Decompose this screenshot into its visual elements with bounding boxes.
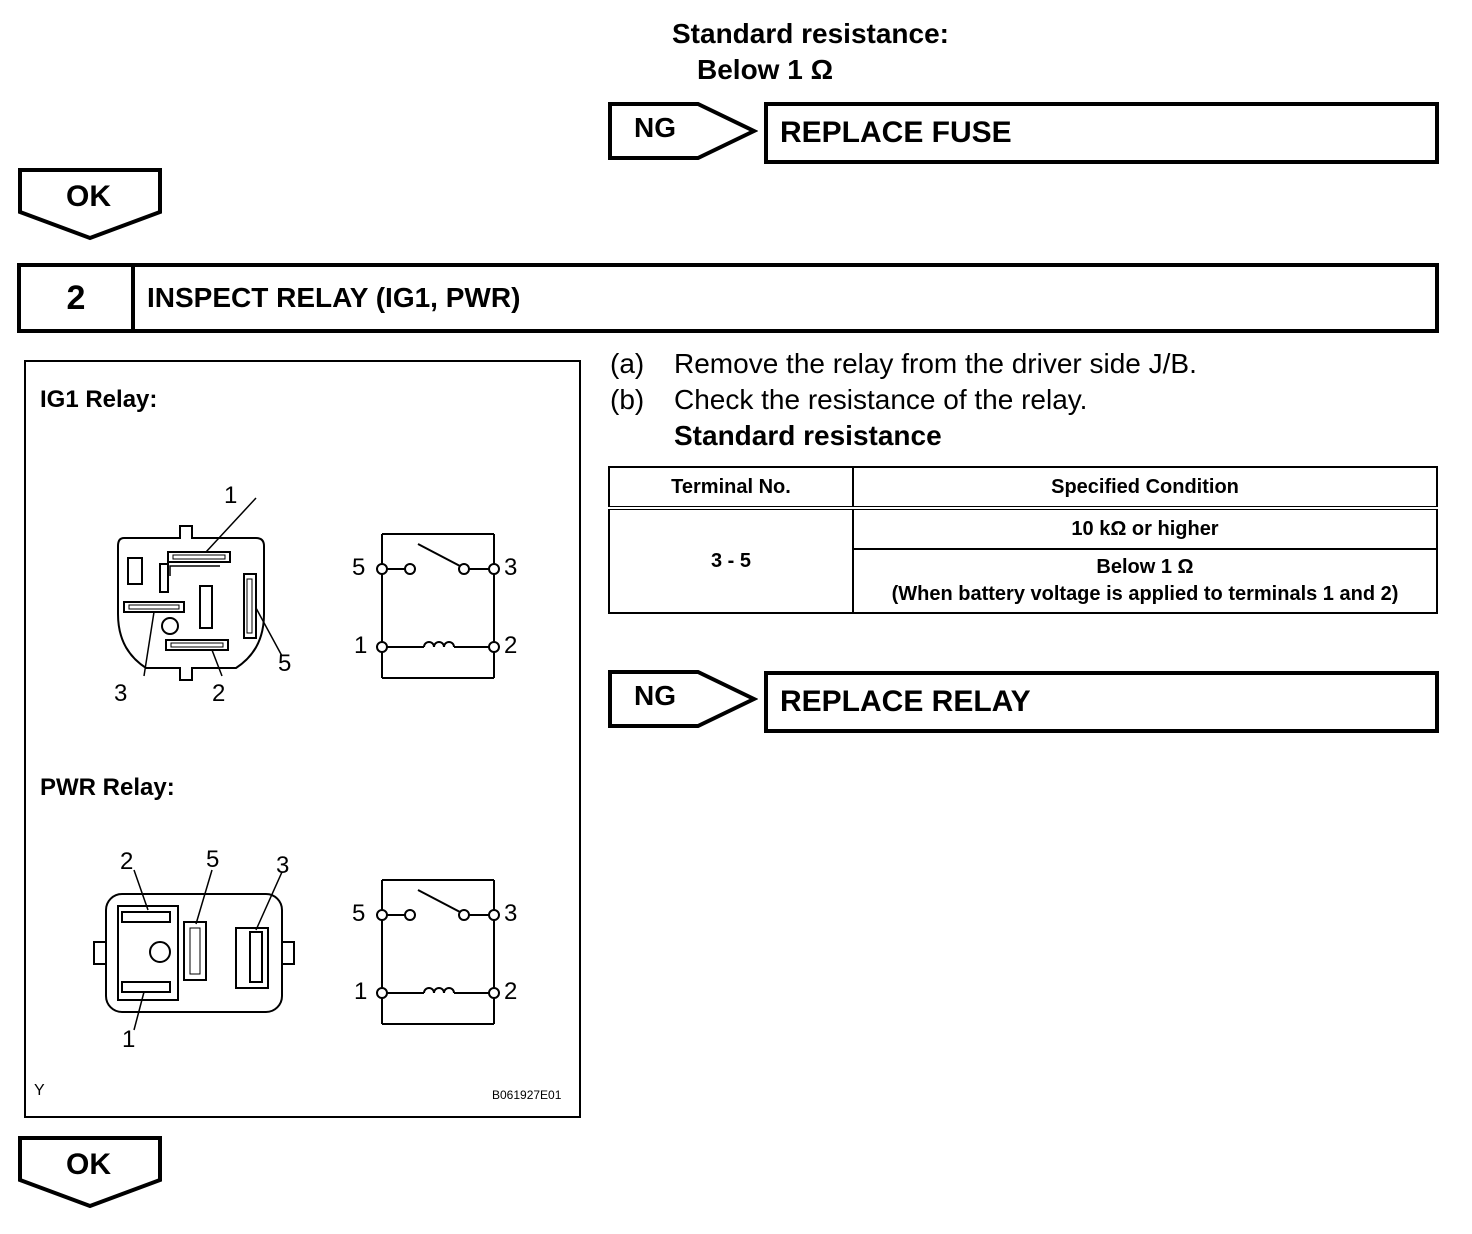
ig1-pin-2: 2 (212, 680, 226, 707)
condition-cell-1: 10 kΩ or higher (852, 507, 1438, 550)
ok-arrow-icon (18, 1136, 162, 1209)
step-number: 2 (21, 267, 135, 329)
ig1-pin-3: 3 (114, 680, 128, 707)
instruction-b-text: Check the resistance of the relay. (674, 384, 1088, 415)
ig1-relay-terminal-diagram (117, 497, 283, 681)
table-header-row: Terminal No. Specified Condition (608, 466, 1438, 510)
ig1-pin-1: 1 (224, 482, 238, 509)
ng-label: NG (634, 680, 676, 711)
replace-relay-box: REPLACE RELAY (764, 671, 1439, 733)
pwr-schem-1: 1 (354, 978, 368, 1005)
standard-resistance-value: Below 1 Ω (697, 54, 834, 85)
pwr-schem-2: 2 (504, 978, 518, 1005)
relay-figure: IG1 Relay: PWR Relay: Y B061927E01 1 3 2… (24, 360, 581, 1118)
pwr-relay-schematic (376, 879, 500, 1025)
pwr-schem-5: 5 (352, 900, 366, 927)
table-row: Below 1 Ω (When battery voltage is appli… (609, 548, 1438, 614)
ok-label: OK (66, 180, 111, 213)
pwr-pin-2: 2 (120, 848, 134, 875)
instruction-a: (a) Remove the relay from the driver side… (610, 346, 1197, 382)
resistance-spec-table: Terminal No. Specified Condition 3 - 5 1… (608, 466, 1438, 614)
col-condition-header: Specified Condition (852, 466, 1438, 510)
ok-arrow-icon (18, 168, 162, 241)
replace-fuse-text: REPLACE FUSE (780, 116, 1012, 149)
condition-2-line2: (When battery voltage is applied to term… (891, 583, 1399, 605)
corner-mark: Y (34, 1082, 45, 1099)
ng-arrow-icon (608, 670, 758, 728)
instruction-b-label: (b) (610, 384, 645, 415)
step-title: INSPECT RELAY (IG1, PWR) (147, 282, 521, 313)
col-terminal-header: Terminal No. (608, 466, 854, 510)
condition-cell-2: Below 1 Ω (When battery voltage is appli… (852, 548, 1438, 614)
instruction-b: (b) Check the resistance of the relay. (610, 382, 1087, 418)
ig1-relay-schematic (376, 533, 500, 679)
ig1-schem-2: 2 (504, 632, 518, 659)
ig1-pin-5: 5 (278, 650, 292, 677)
instruction-a-text: Remove the relay from the driver side J/… (674, 348, 1197, 379)
pwr-relay-label: PWR Relay: (40, 774, 175, 801)
terminal-cell: 3 - 5 (608, 507, 854, 614)
ig1-schem-1: 1 (354, 632, 368, 659)
condition-2-line1: Below 1 Ω (1096, 556, 1194, 578)
figure-code: B061927E01 (492, 1088, 562, 1102)
step-header: 2 INSPECT RELAY (IG1, PWR) (17, 263, 1439, 333)
replace-relay-text: REPLACE RELAY (780, 685, 1031, 718)
ig1-schem-5: 5 (352, 554, 366, 581)
pwr-pin-1: 1 (122, 1026, 136, 1053)
pwr-pin-3: 3 (276, 852, 290, 879)
ok-label: OK (66, 1148, 111, 1181)
standard-resistance-heading: Standard resistance: (672, 18, 949, 49)
pwr-relay-terminal-diagram (93, 869, 295, 1031)
ig1-relay-label: IG1 Relay: (40, 386, 158, 413)
replace-fuse-box: REPLACE FUSE (764, 102, 1439, 164)
ng-arrow-icon (608, 102, 758, 160)
ig1-schem-3: 3 (504, 554, 518, 581)
standard-resistance-subheading: Standard resistance (674, 420, 942, 451)
ng-label: NG (634, 112, 676, 143)
pwr-pin-5: 5 (206, 846, 220, 873)
table-row: 3 - 5 10 kΩ or higher (608, 507, 1438, 614)
pwr-schem-3: 3 (504, 900, 518, 927)
instruction-a-label: (a) (610, 348, 645, 379)
